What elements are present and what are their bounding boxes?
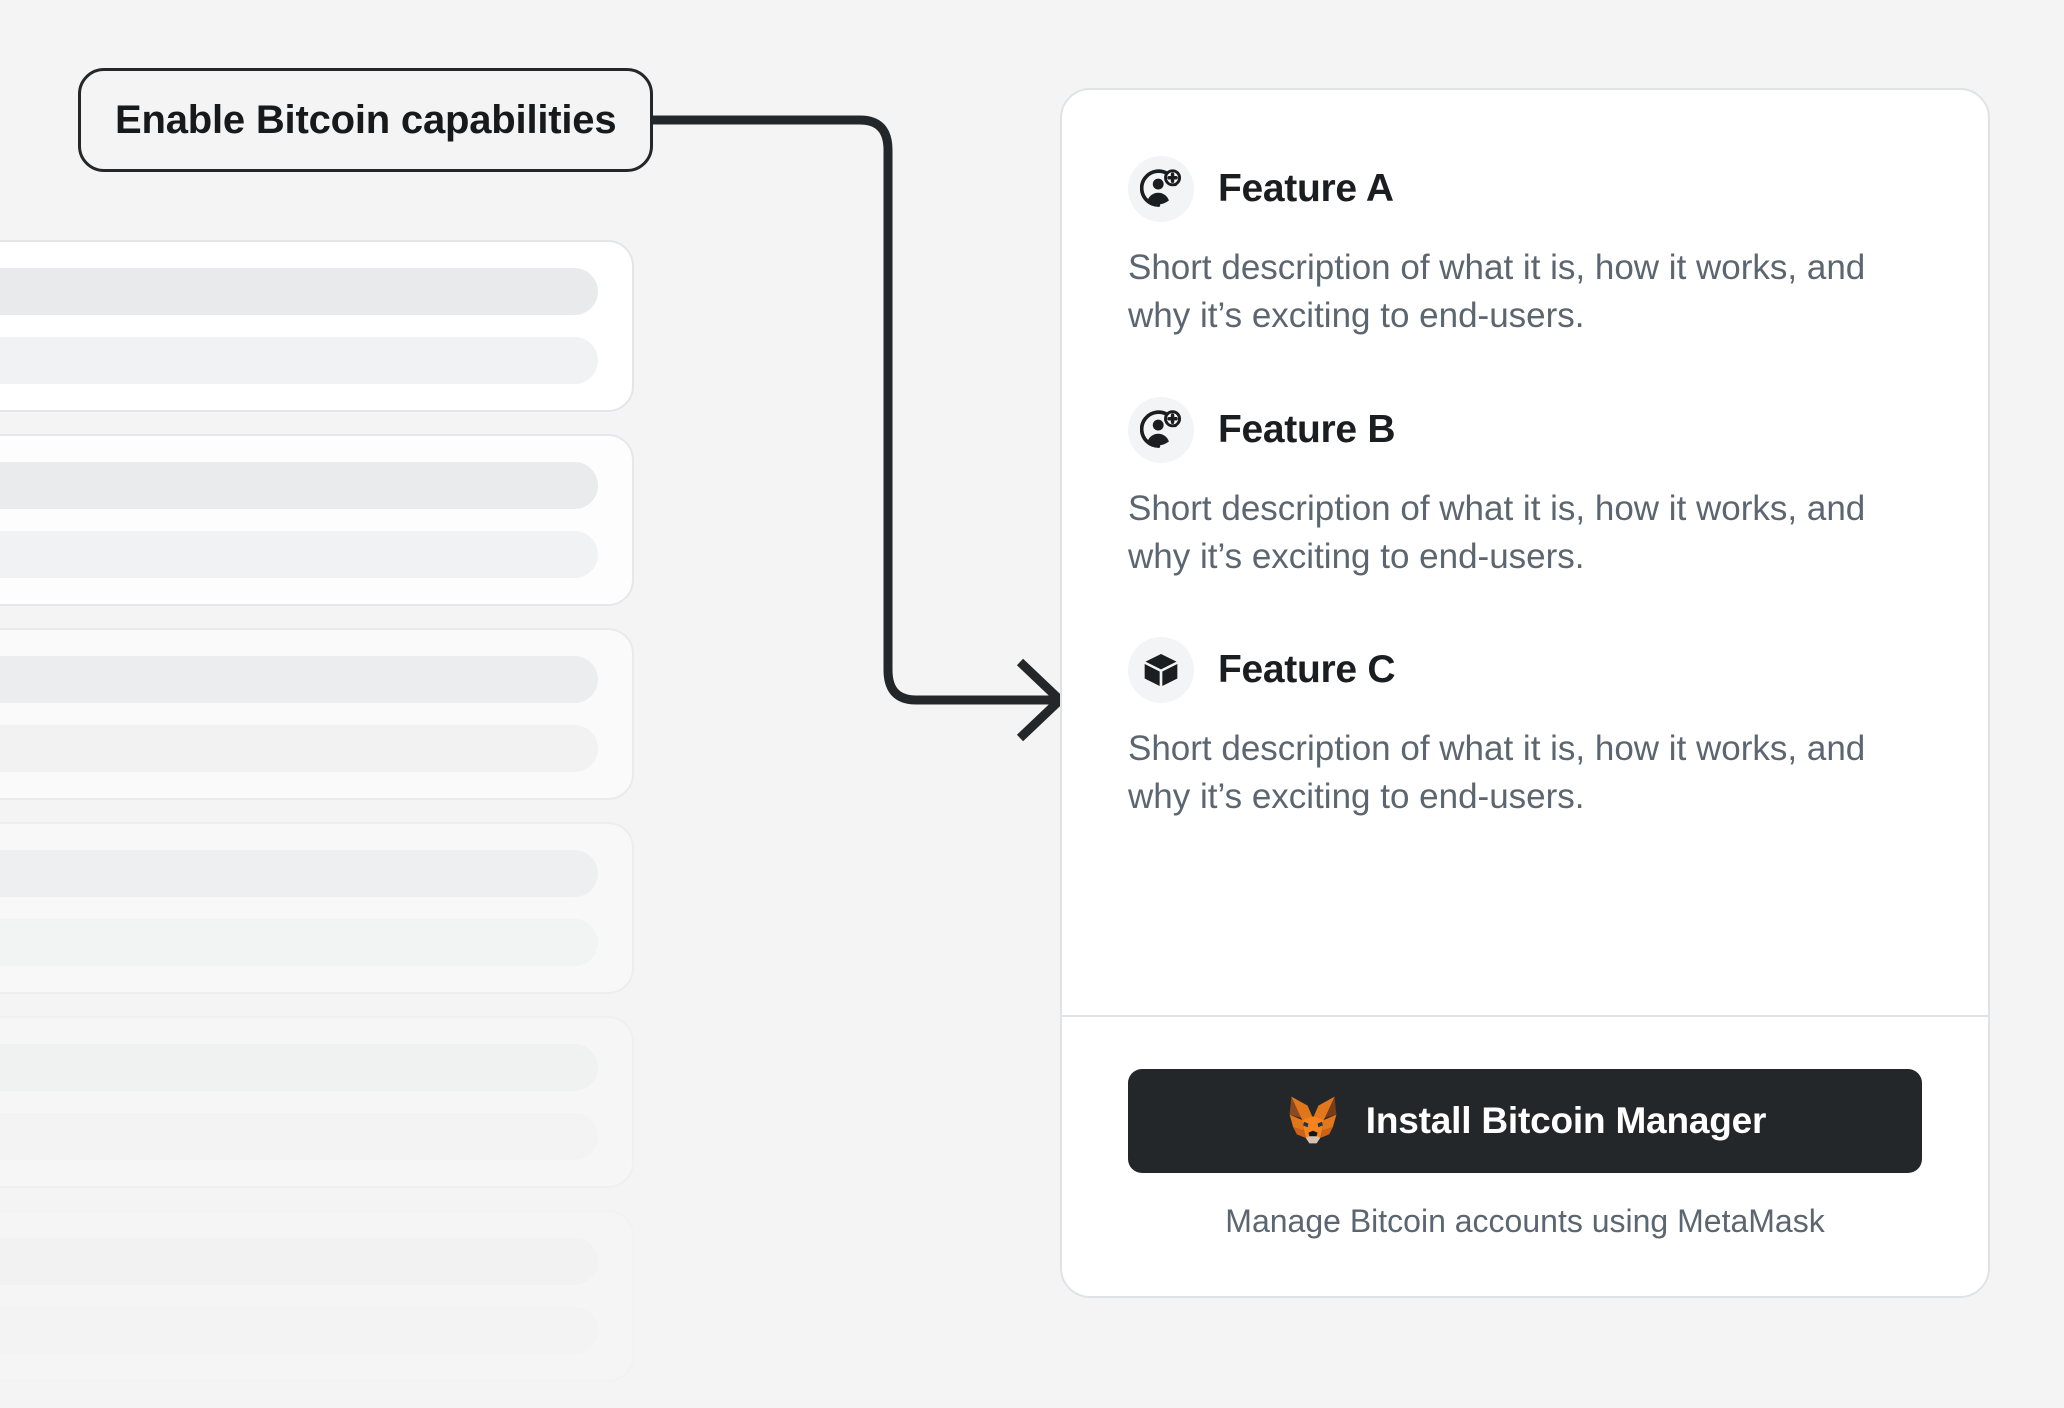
- feature-title-a: Feature A: [1218, 167, 1394, 210]
- skeleton-bar-secondary: [0, 337, 598, 384]
- card-divider: [1062, 1015, 1988, 1017]
- add-user-icon: [1128, 156, 1194, 222]
- install-bitcoin-manager-button[interactable]: Install Bitcoin Manager: [1128, 1069, 1922, 1173]
- skeleton-bar-secondary: [0, 919, 598, 966]
- callout-pill[interactable]: Enable Bitcoin capabilities: [78, 68, 654, 172]
- feature-block-c: Feature C Short description of what it i…: [1128, 637, 1922, 822]
- feature-title-c: Feature C: [1218, 648, 1396, 692]
- skeleton-card: [0, 628, 634, 800]
- skeleton-bar-primary: [0, 656, 598, 703]
- add-user-icon: [1128, 396, 1194, 463]
- skeleton-card: [0, 434, 634, 606]
- install-button-label: Install Bitcoin Manager: [1365, 1100, 1767, 1141]
- skeleton-card: [0, 240, 634, 412]
- feature-block-a: Feature A Short description of what it i…: [1128, 156, 1922, 341]
- feature-head-b: Feature B: [1128, 396, 1922, 463]
- callout-pill-label: Enable Bitcoin capabilities: [115, 97, 617, 142]
- feature-head-a: Feature A: [1128, 156, 1922, 222]
- feature-block-b: Feature B Short description of what it i…: [1128, 396, 1922, 582]
- skeleton-bar-primary: [0, 1238, 598, 1285]
- feature-title-b: Feature B: [1218, 407, 1396, 451]
- card-footer: Install Bitcoin Manager Manage Bitcoin a…: [1062, 1017, 1988, 1296]
- connector-path: [628, 115, 1062, 705]
- skeleton-bar-primary: [0, 1044, 598, 1091]
- feature-head-c: Feature C: [1128, 637, 1922, 704]
- feature-description-a: Short description of what it is, how it …: [1128, 248, 1866, 336]
- cube-icon: [1128, 637, 1194, 704]
- skeleton-bar-secondary: [0, 1307, 598, 1354]
- metamask-fox-icon: [1284, 1093, 1342, 1150]
- skeleton-bar-secondary: [0, 1113, 598, 1160]
- skeleton-bar-primary: [0, 268, 598, 315]
- skeleton-card: [0, 1016, 634, 1188]
- skeleton-card: [0, 1210, 634, 1382]
- footer-caption: Manage Bitcoin accounts using MetaMask: [1225, 1203, 1825, 1239]
- connector-arrowhead: [1016, 658, 1067, 742]
- skeleton-placeholder-column: [0, 0, 660, 1408]
- skeleton-card: [0, 822, 634, 994]
- features-list: Feature A Short description of what it i…: [1062, 90, 1988, 1015]
- feature-description-c: Short description of what it is, how it …: [1128, 729, 1866, 817]
- feature-description-b: Short description of what it is, how it …: [1128, 488, 1866, 576]
- skeleton-bar-secondary: [0, 725, 598, 772]
- skeleton-bar-primary: [0, 462, 598, 509]
- skeleton-bar-primary: [0, 850, 598, 897]
- feature-card: Feature A Short description of what it i…: [1060, 88, 1990, 1298]
- skeleton-bar-secondary: [0, 531, 598, 578]
